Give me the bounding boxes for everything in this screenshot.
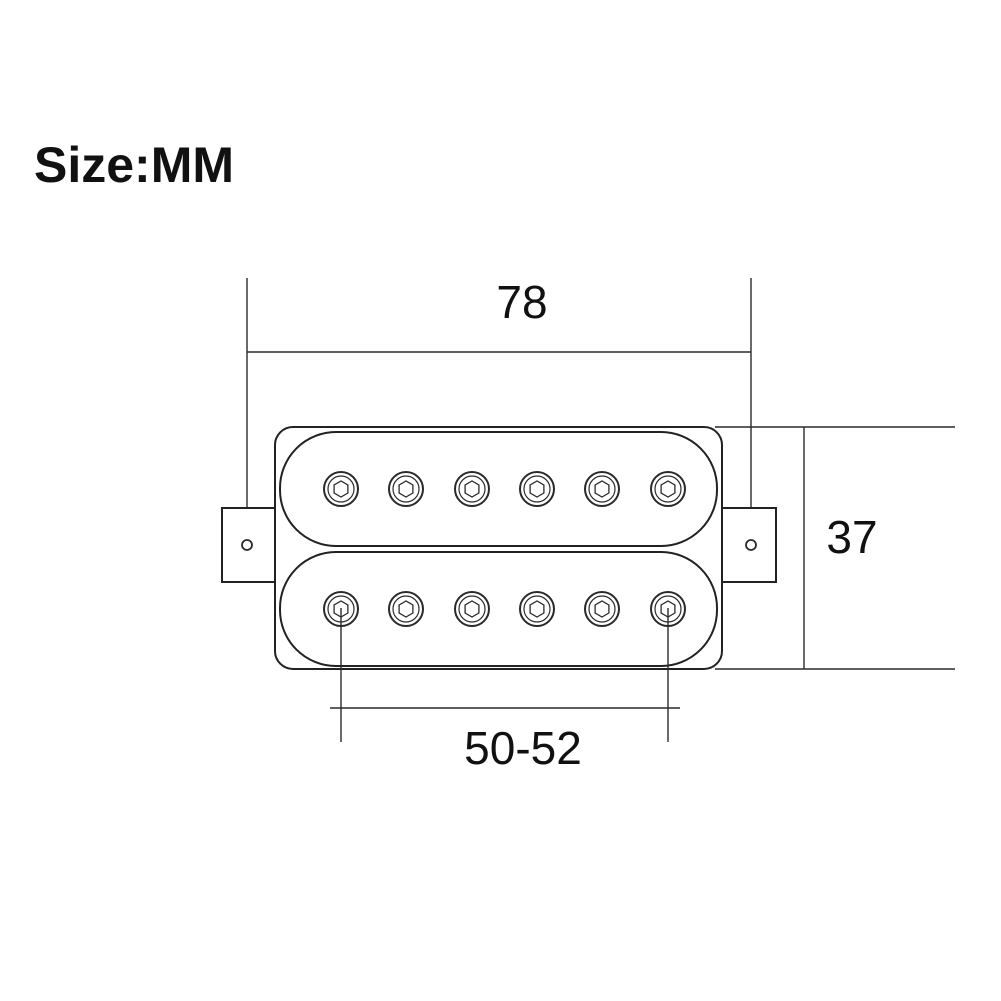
pole-span-label: 50-52 [464,722,582,774]
pole-screw-icon [519,471,555,507]
pole-screw-icon [454,591,490,627]
size-label: Size:MM [34,137,234,193]
pole-screw-icon [388,591,424,627]
pole-screw-icon [323,471,359,507]
ear-left-outline [221,507,275,583]
pole-screw-icon [388,471,424,507]
ear-right-outline [722,507,777,583]
height-dimension: 37 [715,426,955,670]
mounting-ear-right [722,507,777,583]
height-label: 37 [826,511,877,563]
ear-right-hole-icon [745,539,757,551]
pole-screw-icon [519,591,555,627]
width-dimension: 78 [246,276,752,530]
pole-screw-icon [650,471,686,507]
coil-bottom [279,551,718,667]
ear-left-hole-icon [241,539,253,551]
mounting-ear-left [221,507,275,583]
width-label: 78 [496,276,547,328]
pole-screw-icon [584,471,620,507]
pole-screw-icon [454,471,490,507]
pole-screw-icon [584,591,620,627]
pole-span-dimension: 50-52 [330,608,680,774]
coil-top [279,431,718,547]
pole-pieces [323,471,686,627]
